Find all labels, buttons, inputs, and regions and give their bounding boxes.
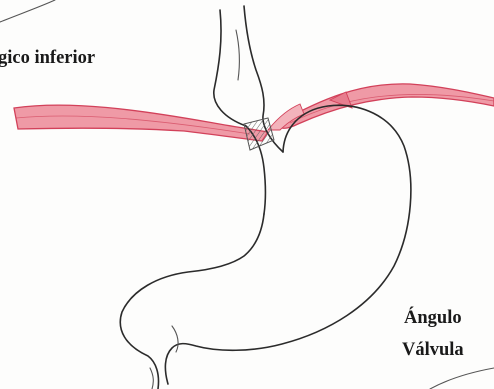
label-inferior-sphincter: gico inferior xyxy=(0,49,95,68)
stomach-outline xyxy=(165,105,410,384)
background-outline-top-left xyxy=(0,0,55,22)
duodenum-line xyxy=(150,368,153,389)
diaphragm-left xyxy=(14,105,268,141)
background-outline-bottom-right xyxy=(430,368,494,389)
esophagus-fold xyxy=(236,30,239,80)
label-angle: Ángulo xyxy=(404,309,462,328)
sphincter-band xyxy=(244,118,274,150)
stomach-lesser-curvature xyxy=(120,214,264,389)
esophagus-left-wall xyxy=(214,10,266,214)
label-valve: Válvula xyxy=(402,341,464,360)
